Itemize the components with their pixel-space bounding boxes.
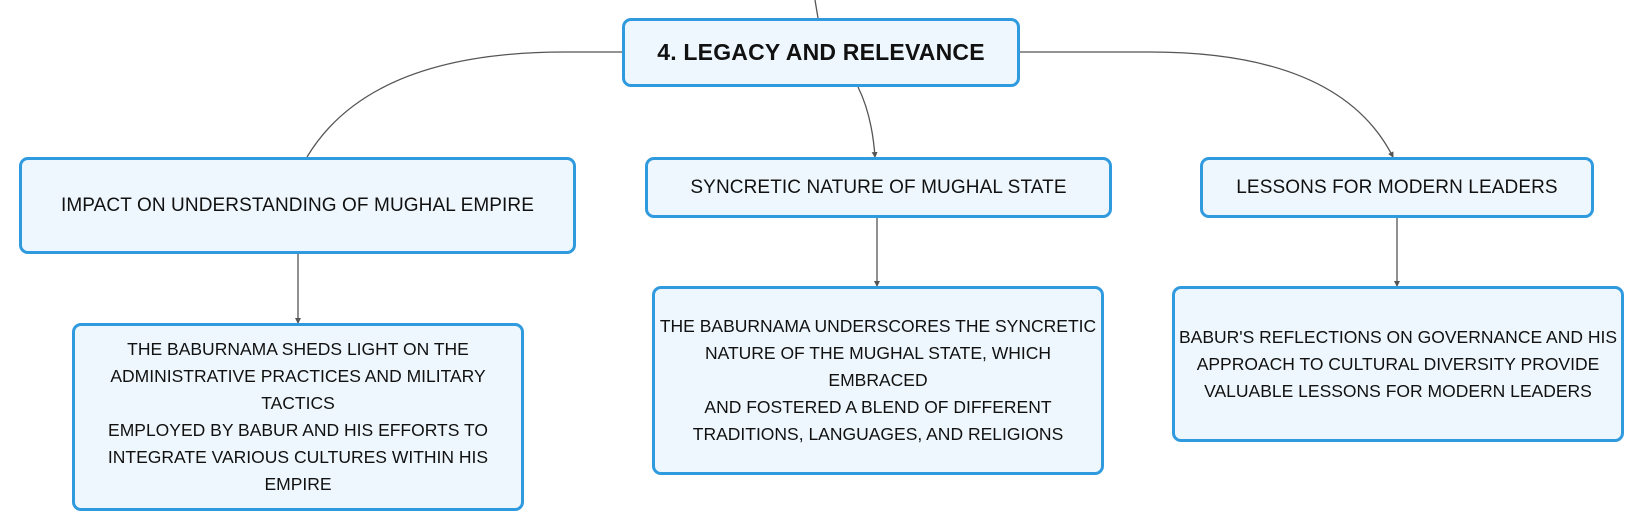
detail-node-lessons[interactable]: BABUR'S REFLECTIONS ON GOVERNANCE AND HI… (1172, 286, 1624, 442)
detail-line: TRADITIONS, LANGUAGES, AND RELIGIONS (692, 424, 1064, 444)
detail-line: NATURE OF THE MUGHAL STATE, WHICH EMBRAC… (704, 343, 1052, 390)
connector-central-to-syncretic (857, 86, 878, 158)
detail-line: EMPLOYED BY BABUR AND HIS EFFORTS TO (108, 420, 488, 440)
detail-line: VALUABLE LESSONS FOR MODERN LEADERS (1204, 380, 1592, 401)
branch-label-lessons: LESSONS FOR MODERN LEADERS (1236, 176, 1558, 198)
branch-label-syncretic: SYNCRETIC NATURE OF MUGHAL STATE (690, 176, 1067, 198)
branch-node-lessons[interactable]: LESSONS FOR MODERN LEADERS (1200, 157, 1594, 218)
detail-line: THE BABURNAMA SHEDS LIGHT ON THE (127, 339, 469, 359)
branch-label-impact: IMPACT ON UNDERSTANDING OF MUGHAL EMPIRE (60, 194, 535, 216)
connector-central-to-impact (306, 51, 622, 158)
branch-node-syncretic[interactable]: SYNCRETIC NATURE OF MUGHAL STATE (645, 157, 1112, 218)
central-topic-label: 4. LEGACY AND RELEVANCE (657, 39, 985, 65)
central-topic-node[interactable]: 4. LEGACY AND RELEVANCE (622, 18, 1020, 87)
branch-node-impact[interactable]: IMPACT ON UNDERSTANDING OF MUGHAL EMPIRE (19, 157, 576, 254)
detail-node-impact[interactable]: THE BABURNAMA SHEDS LIGHT ON THE ADMINIS… (72, 323, 524, 511)
detail-node-syncretic[interactable]: THE BABURNAMA UNDERSCORES THE SYNCRETIC … (652, 286, 1104, 475)
detail-line: INTEGRATE VARIOUS CULTURES WITHIN HIS EM… (107, 447, 489, 494)
connector-central-to-lessons (1020, 51, 1394, 158)
detail-line: THE BABURNAMA UNDERSCORES THE SYNCRETIC (659, 316, 1097, 336)
detail-line: APPROACH TO CULTURAL DIVERSITY PROVIDE (1196, 353, 1600, 374)
detail-line: BABUR'S REFLECTIONS ON GOVERNANCE AND HI… (1179, 326, 1618, 347)
detail-line: ADMINISTRATIVE PRACTICES AND MILITARY TA… (110, 366, 486, 413)
detail-text-impact: THE BABURNAMA SHEDS LIGHT ON THE ADMINIS… (79, 336, 517, 498)
detail-text-lessons: BABUR'S REFLECTIONS ON GOVERNANCE AND HI… (1179, 324, 1617, 405)
connector-parent-to-central (814, 0, 819, 19)
detail-text-syncretic: THE BABURNAMA UNDERSCORES THE SYNCRETIC … (659, 313, 1097, 448)
detail-line: AND FOSTERED A BLEND OF DIFFERENT (704, 397, 1052, 417)
